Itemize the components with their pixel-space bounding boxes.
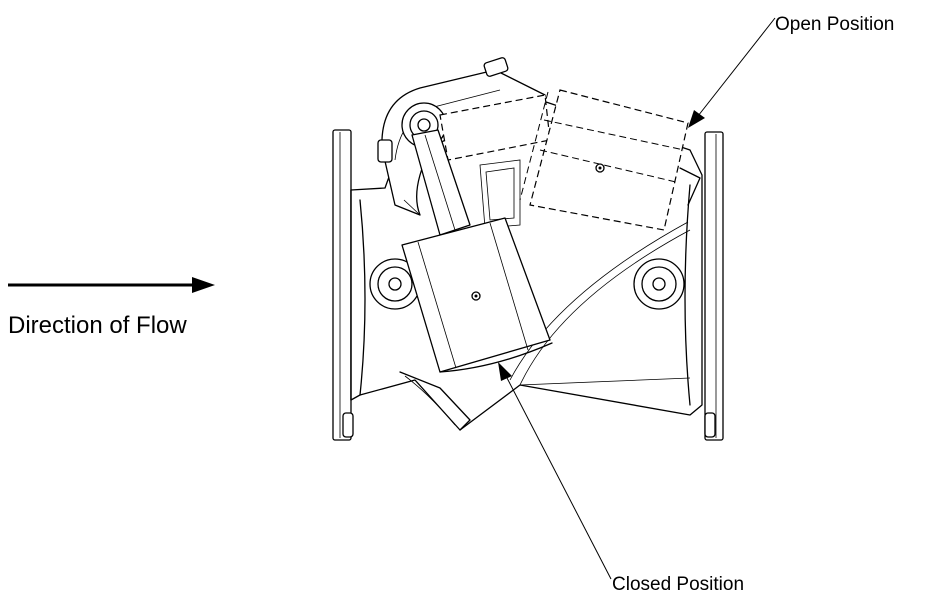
flow-arrow	[8, 277, 215, 293]
closed-position-leader	[498, 362, 612, 580]
right-bolt-boss	[633, 258, 685, 310]
left-bolt-boss	[369, 258, 421, 310]
left-flange	[332, 129, 354, 441]
direction-of-flow-label: Direction of Flow	[8, 312, 187, 339]
open-position-disc	[439, 89, 701, 231]
open-position-label: Open Position	[775, 14, 894, 35]
closed-position-disc	[401, 217, 553, 373]
closed-position-arm	[411, 129, 471, 236]
right-flange	[704, 131, 724, 441]
open-position-leader	[688, 17, 776, 128]
closed-position-label: Closed Position	[612, 574, 744, 595]
